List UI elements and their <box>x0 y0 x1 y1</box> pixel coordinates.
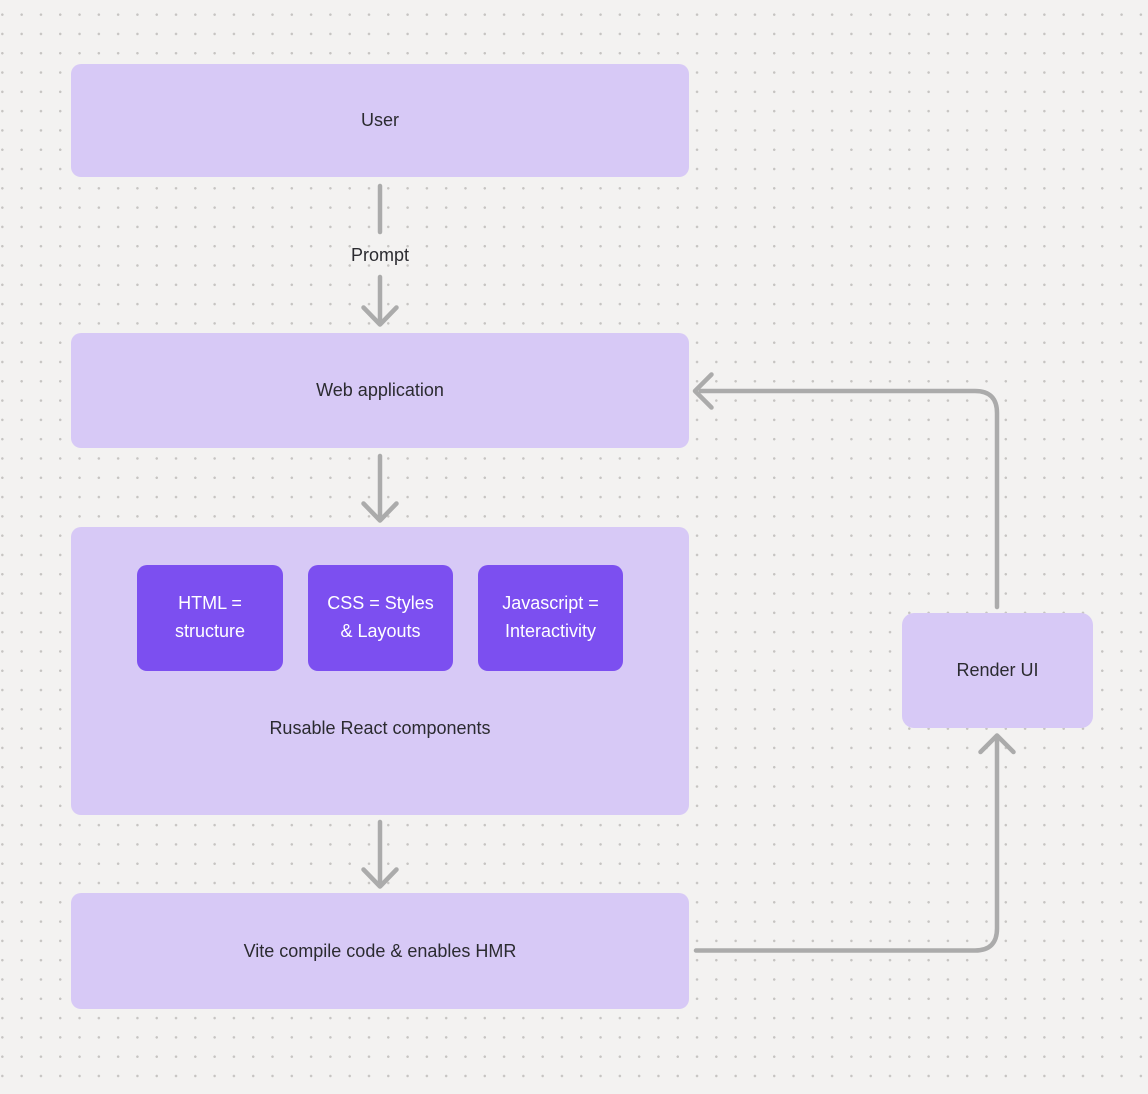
node-web-application-label: Web application <box>316 380 444 400</box>
arrowhead-into-webapp-top <box>361 305 399 327</box>
chip-javascript: Javascript = Interactivity <box>478 565 623 671</box>
chip-html: HTML = structure <box>137 565 283 671</box>
chip-html-label: HTML = structure <box>174 593 246 641</box>
chip-css-label: CSS = Styles & Layouts <box>327 593 434 641</box>
chip-javascript-label: Javascript = Interactivity <box>502 593 599 641</box>
chip-css: CSS = Styles & Layouts <box>308 565 453 671</box>
arrowhead-into-renderui <box>978 733 1016 755</box>
react-components-caption: Rusable React components <box>269 718 491 738</box>
node-user-label: User <box>360 110 399 130</box>
edge-vite-to-renderui <box>693 736 1000 953</box>
arrowhead-into-vite <box>361 867 399 889</box>
node-vite: Vite compile code & enables HMR <box>71 893 689 1009</box>
node-render-ui: Render UI <box>902 613 1093 728</box>
node-react-components-group: HTML = structure CSS = Styles & Layouts … <box>71 527 689 815</box>
node-user: User <box>71 64 689 177</box>
node-render-ui-label: Render UI <box>956 660 1039 680</box>
arrowhead-into-webapp-right <box>692 372 714 410</box>
edge-renderui-to-webapp <box>698 388 1000 610</box>
node-vite-label: Vite compile code & enables HMR <box>243 940 517 961</box>
node-web-application: Web application <box>71 333 689 448</box>
edge-label-prompt: Prompt <box>350 245 410 265</box>
arrowhead-into-components <box>361 501 399 523</box>
